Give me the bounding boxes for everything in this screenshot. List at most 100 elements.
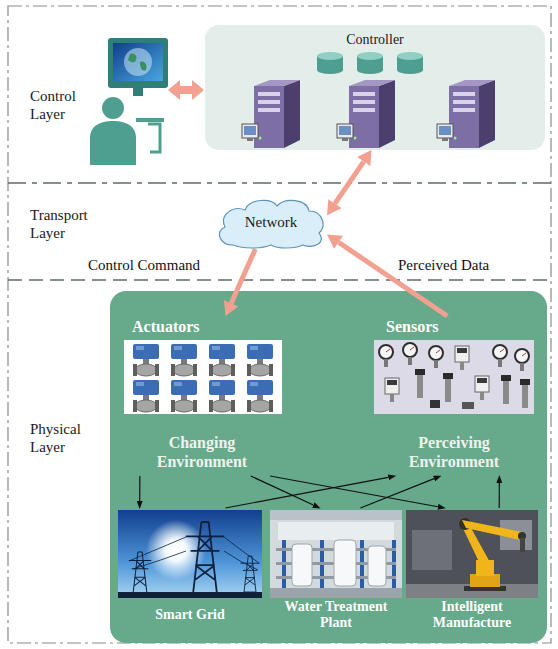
actuators-photo bbox=[171, 344, 197, 376]
manufacture-photo bbox=[406, 510, 538, 598]
layer-separator bbox=[8, 182, 551, 184]
connector-arrow bbox=[360, 479, 434, 508]
actuators-group: ActuatorsChanging Environment bbox=[118, 316, 286, 476]
operator-icon bbox=[102, 97, 124, 119]
sensors-photo bbox=[520, 379, 530, 408]
sensors-photo bbox=[443, 373, 453, 402]
connector-arrow bbox=[499, 483, 500, 508]
actuators-photo bbox=[124, 340, 282, 414]
smart-grid-photo bbox=[186, 522, 224, 594]
actuators-photo bbox=[171, 380, 197, 412]
node-caption: Perceiving Environment bbox=[397, 434, 512, 472]
actuators-photo bbox=[133, 380, 159, 412]
water-plant-photo bbox=[334, 540, 356, 586]
node-title: Sensors bbox=[386, 318, 438, 337]
sensors-photo bbox=[403, 343, 417, 365]
node-title: Physical Layer bbox=[30, 421, 100, 456]
actuators-photo bbox=[124, 340, 282, 414]
sensors-photo bbox=[415, 369, 425, 398]
connector-arrow bbox=[226, 477, 389, 508]
sensors-photo bbox=[475, 376, 489, 400]
network-cloud: Network bbox=[215, 197, 327, 249]
actuators-photo bbox=[247, 344, 273, 376]
database-icon bbox=[397, 66, 423, 74]
server-icon bbox=[242, 80, 495, 148]
operator-icon bbox=[128, 53, 147, 70]
layer-band: ActuatorsChanging Environment SensorsPerc… bbox=[0, 280, 558, 649]
database-icon bbox=[317, 52, 423, 74]
connector-arrow bbox=[231, 249, 255, 303]
node-title: Intelligent Manufacture bbox=[406, 599, 538, 632]
node-title: Actuators bbox=[132, 318, 200, 337]
layer-band: ControllerControl Layer bbox=[0, 0, 558, 183]
actuators-photo bbox=[209, 380, 235, 412]
controller-panel bbox=[205, 25, 545, 150]
manufacture-photo bbox=[462, 520, 522, 540]
actuators-photo bbox=[133, 344, 159, 376]
operator-icon bbox=[113, 43, 163, 81]
operator-icon bbox=[133, 88, 143, 96]
connector-arrow bbox=[251, 476, 314, 505]
connector-arrow bbox=[270, 476, 438, 507]
outer-frame bbox=[8, 6, 551, 643]
manufacture-photo bbox=[412, 530, 452, 570]
actuators-photo bbox=[247, 380, 273, 412]
server-icon bbox=[242, 80, 300, 148]
node-title: Network bbox=[245, 214, 298, 232]
actuators-photo bbox=[209, 344, 235, 376]
sensors-photo bbox=[374, 340, 534, 414]
edge-label: Perceived Data bbox=[396, 256, 491, 274]
smart-grid-photo bbox=[118, 510, 262, 598]
sensors-photo bbox=[374, 340, 534, 414]
operator-icon bbox=[148, 124, 160, 152]
smart-grid-photo bbox=[129, 552, 151, 594]
water-plant-photo bbox=[278, 522, 394, 540]
operator-icon bbox=[90, 121, 136, 165]
connector-arrow bbox=[339, 242, 448, 316]
connector-arrow bbox=[139, 476, 140, 501]
double-arrow bbox=[168, 80, 204, 100]
smart-grid-photo bbox=[118, 510, 262, 598]
application-box: Water Treatment Plant bbox=[268, 508, 404, 634]
operator-icon bbox=[108, 38, 168, 88]
sensors-photo bbox=[455, 346, 469, 370]
database-icon bbox=[317, 66, 343, 74]
node-title: Controller bbox=[346, 32, 404, 49]
water-plant-photo bbox=[270, 588, 402, 598]
application-box: Smart Grid bbox=[116, 508, 264, 626]
sensors-photo bbox=[462, 402, 474, 409]
operator-icon bbox=[124, 48, 152, 76]
node-caption: Changing Environment bbox=[145, 434, 260, 472]
database-icon bbox=[357, 66, 383, 74]
sensors-photo bbox=[515, 349, 529, 371]
sensors-group: SensorsPerceiving Environment bbox=[370, 316, 538, 476]
node-title: Control Layer bbox=[30, 88, 100, 123]
layer-separator bbox=[8, 279, 551, 281]
smart-grid-photo bbox=[118, 592, 262, 598]
sensors-photo bbox=[379, 345, 393, 367]
water-plant-photo bbox=[270, 510, 402, 520]
cloud-outline bbox=[219, 200, 323, 248]
database-icon bbox=[357, 52, 383, 60]
sensors-photo bbox=[429, 346, 443, 368]
water-plant-photo bbox=[270, 510, 402, 598]
node-title: Smart Grid bbox=[155, 607, 225, 624]
water-plant-photo bbox=[368, 546, 386, 586]
sensors-photo bbox=[501, 375, 511, 404]
smart-grid-photo bbox=[129, 537, 259, 570]
node-title: Transport Layer bbox=[30, 207, 100, 242]
sensors-photo bbox=[493, 345, 507, 367]
manufacture-photo bbox=[406, 510, 538, 598]
sensors-photo bbox=[385, 378, 399, 402]
operator-icon bbox=[90, 38, 168, 165]
physical-panel bbox=[110, 291, 547, 643]
server-icon bbox=[337, 80, 395, 148]
server-icon bbox=[437, 80, 495, 148]
application-box: Intelligent Manufacture bbox=[404, 508, 540, 634]
water-plant-photo bbox=[270, 510, 402, 598]
operator-icon bbox=[136, 118, 164, 122]
